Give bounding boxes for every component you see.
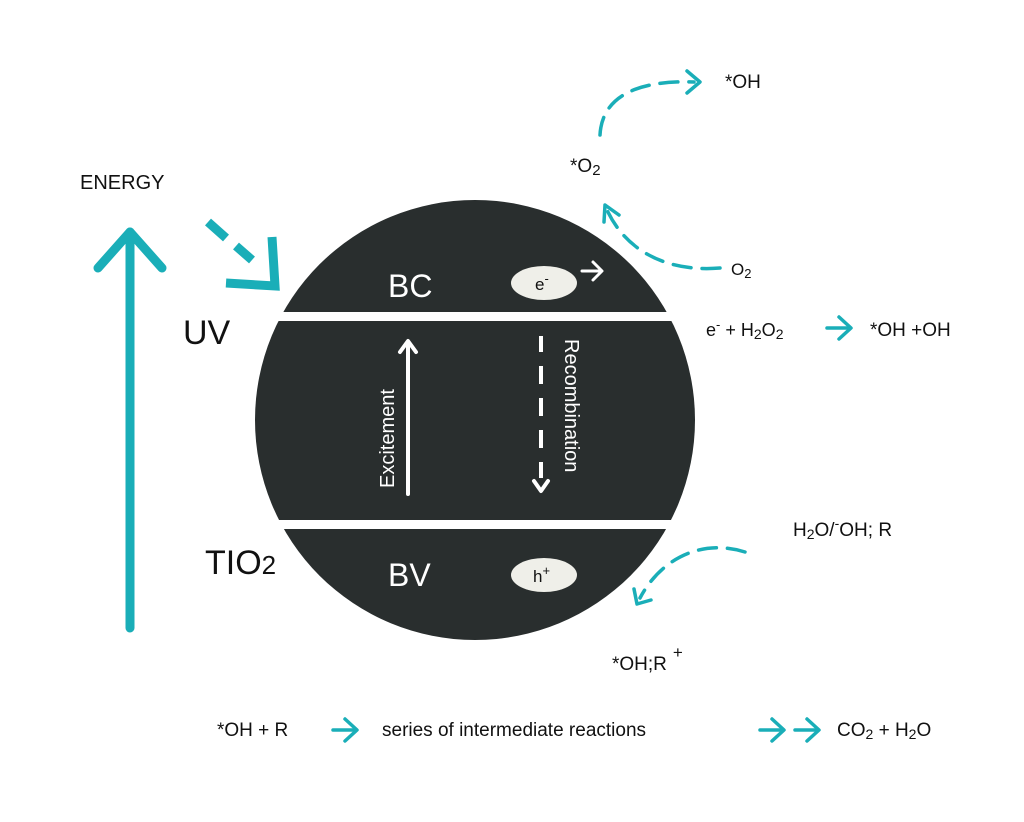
bottom-arrow-2 <box>758 717 786 743</box>
hole-pill: h+ <box>511 558 577 592</box>
h2o2-reaction-left: e- + H2O2 <box>706 317 784 342</box>
water-to-hole-arrow <box>632 546 747 606</box>
valence-band-label: BV <box>388 557 431 593</box>
o2-radical-label: *O2 <box>570 156 601 179</box>
hole-products-label: *OH;R+ <box>612 643 683 675</box>
energy-arrow <box>93 227 167 633</box>
bottom-equation-right: CO2 + H2O <box>837 720 931 742</box>
excitement-arrow <box>398 339 418 496</box>
bottom-equation-middle: series of intermediate reactions <box>382 720 646 741</box>
electron-arrow <box>580 260 604 282</box>
oh-top-label: *OH <box>725 72 761 93</box>
h2o2-reaction-products: *OH +OH <box>870 320 951 341</box>
bottom-equation-left: *OH + R <box>217 720 288 741</box>
electron-pill: e- <box>511 266 577 300</box>
bv-band-gap-line <box>240 520 710 529</box>
energy-label: ENERGY <box>80 172 164 194</box>
recombination-label: Recombination <box>560 339 582 472</box>
excitement-label: Excitement <box>377 389 399 488</box>
bc-band-gap-line <box>240 312 710 321</box>
tio2-label: TIO2 <box>205 544 276 582</box>
o2-label: O2 <box>731 260 751 281</box>
conduction-band-label: BC <box>388 268 432 304</box>
recombination-arrow <box>532 336 550 493</box>
electron-label: e- <box>535 271 549 294</box>
radical-to-oh-arrow <box>598 69 702 137</box>
water-reactants-label: H2O/-OH; R <box>793 515 892 542</box>
tio2-particle <box>240 200 710 640</box>
uv-label: UV <box>183 314 231 352</box>
hole-label: h+ <box>533 563 550 586</box>
bottom-arrow-1 <box>331 717 359 743</box>
uv-arrow <box>205 218 280 291</box>
bottom-arrow-3 <box>793 717 821 743</box>
h2o2-arrow <box>825 315 853 341</box>
o2-to-radical-arrow <box>602 203 722 271</box>
